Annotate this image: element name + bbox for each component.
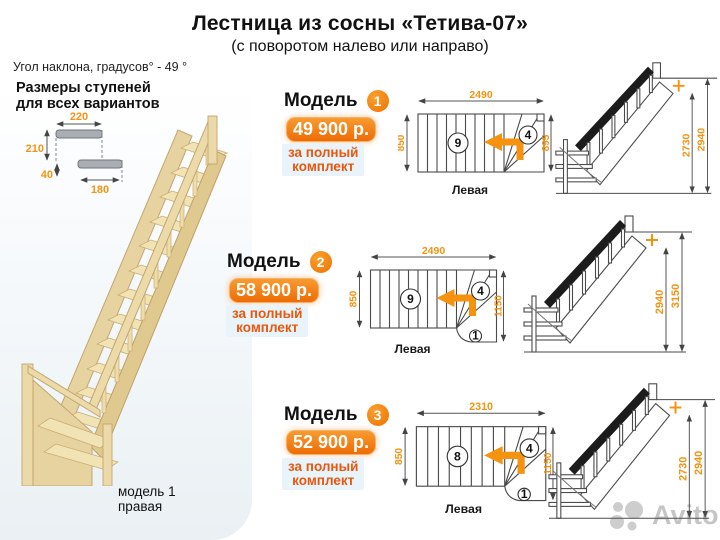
plan-1-dim-left: 850 [398, 134, 407, 151]
side-2-dim-h1: 2940 [654, 290, 666, 314]
model-3-price-badge: 52 900 р. [286, 430, 376, 455]
step-dim-left: 210 [26, 143, 44, 155]
model-3-number-badge: 3 [366, 404, 389, 426]
model-2-price-note: за полный комплект [226, 305, 309, 337]
model-1-price-note: за полный комплект [282, 144, 365, 176]
step-dimensions-diagram: 220 210 40 180 [26, 112, 123, 194]
side-3-dim-h2: 2940 [693, 451, 705, 475]
plan-3-first-step: 1 [521, 487, 528, 501]
render-caption-line2: правая [118, 499, 163, 514]
model-3-price-note: за полный комплект [282, 458, 365, 490]
render-caption-line1: модель 1 [118, 484, 176, 499]
model-1-price-badge: 49 900 р. [286, 117, 376, 142]
model-1-note-line1: за полный [288, 145, 359, 160]
model-2-label: Модель [227, 251, 301, 272]
step-sizes-heading-line2: для всех вариантов [16, 96, 160, 112]
plan-3-dim-top: 2310 [469, 402, 493, 413]
model-2-note-line2: комплект [236, 320, 299, 335]
render-caption: модель 1 правая [118, 484, 176, 514]
side-1-dim-h2: 2940 [696, 128, 708, 152]
model-3-label: Модель [284, 404, 358, 425]
model-3-side-drawing: 2730 2940 [548, 383, 716, 519]
avito-watermark-text: Avito [652, 499, 719, 530]
model-1-heading: Модель 1 [284, 90, 389, 112]
model-2-number-badge: 2 [309, 251, 332, 273]
side-1-dim-h1: 2730 [680, 133, 692, 157]
model-3-note-line1: за полный [288, 459, 359, 474]
plan-2-dim-left: 850 [349, 290, 360, 307]
plan-2-winder-steps: 4 [477, 284, 484, 298]
model-3-heading: Модель 3 [284, 404, 389, 426]
model-1-label: Модель [284, 90, 358, 111]
avito-watermark: Avito [608, 498, 719, 532]
model-1-number-badge: 1 [366, 90, 389, 112]
plan-2-side-label: Левая [395, 342, 431, 356]
step-sizes-heading-line1: Размеры ступеней [16, 80, 151, 96]
side-2-dim-h2: 3150 [670, 284, 682, 308]
model-2-heading: Модель 2 [227, 251, 332, 273]
model-1-plan-drawing: 2490 850 9 4 895 Левая [398, 90, 554, 197]
plan-2-dim-top: 2490 [422, 246, 446, 257]
plan-3-dim-right: 1150 [543, 452, 554, 475]
model-1-side-drawing: 2730 2940 [555, 62, 718, 194]
model-2-note-line1: за полный [232, 306, 303, 321]
model-2-plan-drawing: 2490 850 9 4 1 1150 Левая [349, 246, 507, 356]
model-2-side-drawing: 2940 3150 [523, 215, 692, 353]
step-sizes-heading: Размеры ступеней для всех вариантов [16, 80, 160, 112]
model-3-plan-drawing: 2310 850 8 4 1 1150 Левая [394, 402, 556, 516]
plan-1-dim-top: 2490 [469, 90, 493, 101]
plan-1-main-steps: 9 [455, 136, 462, 150]
plan-2-main-steps: 9 [407, 292, 414, 306]
plan-3-side-label: Левая [445, 502, 482, 516]
plan-3-dim-left: 850 [394, 448, 405, 465]
model-1-note-line2: комплект [292, 159, 355, 174]
plan-1-winder-steps: 4 [525, 128, 532, 142]
page-subtitle: (с поворотом налево или направо) [231, 38, 489, 55]
step-dim-small: 40 [41, 169, 53, 181]
plan-1-dim-right: 895 [541, 134, 552, 151]
plan-1-side-label: Левая [452, 183, 488, 197]
step-dim-bottom: 180 [91, 184, 109, 194]
staircase-render [21, 115, 228, 486]
avito-logo-icon [610, 501, 643, 531]
step-dim-top: 220 [70, 112, 88, 123]
plan-3-winder-steps: 4 [526, 441, 533, 455]
plan-2-first-step: 1 [472, 329, 479, 343]
model-2-price-badge: 58 900 р. [229, 278, 319, 303]
page-title: Лестница из сосны «Тетива-07» [191, 12, 529, 35]
model-3-note-line2: комплект [292, 473, 355, 488]
plan-2-dim-right: 1150 [494, 295, 505, 317]
side-3-dim-h1: 2730 [677, 457, 689, 481]
angle-note: Угол наклона, градусов° - 49 ° [13, 60, 188, 74]
plan-3-main-steps: 8 [454, 450, 461, 464]
